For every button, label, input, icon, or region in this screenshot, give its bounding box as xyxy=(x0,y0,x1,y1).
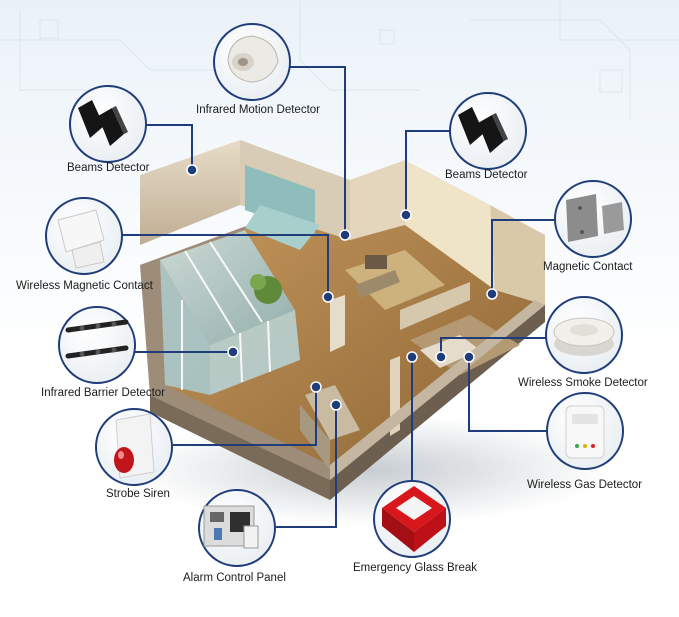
label-beams-detector-left: Beams Detector xyxy=(67,162,150,174)
label-alarm-control-panel: Alarm Control Panel xyxy=(183,572,286,584)
dot-beams-detector-left xyxy=(186,164,198,176)
beam-sensor-icon xyxy=(69,85,147,163)
glass-break-icon xyxy=(373,480,451,558)
dot-wireless-magnetic-contact xyxy=(322,291,334,303)
connector-strobe-siren xyxy=(173,387,317,446)
label-emergency-glass-break: Emergency Glass Break xyxy=(353,562,477,574)
connector-magnetic-contact xyxy=(491,219,556,294)
label-infrared-motion-detector: Infrared Motion Detector xyxy=(196,104,321,116)
label-beams-detector-right: Beams Detector xyxy=(445,169,528,181)
connector-wireless-magnetic-contact xyxy=(122,234,329,297)
dot-wireless-gas-detector xyxy=(463,351,475,363)
beam-sensor-icon xyxy=(449,92,527,170)
background-circuit-pattern xyxy=(0,0,679,120)
dot-magnetic-contact xyxy=(486,288,498,300)
connector-wireless-smoke-detector xyxy=(440,337,546,357)
dot-alarm-control-panel xyxy=(330,399,342,411)
label-magnetic-contact: Magnetic Contact xyxy=(543,261,633,273)
siren-icon xyxy=(95,408,173,486)
dot-beams-detector-right xyxy=(400,209,412,221)
connector-lines xyxy=(122,66,556,528)
door-contact-icon xyxy=(554,180,632,258)
label-infrared-barrier-detector: Infrared Barrier Detector xyxy=(41,387,165,399)
label-strobe-siren: Strobe Siren xyxy=(106,488,170,500)
door-contact-icon xyxy=(45,197,123,275)
dot-wireless-smoke-detector xyxy=(435,351,447,363)
label-wireless-magnetic-contact: Wireless Magnetic Contact xyxy=(16,280,153,292)
connector-infrared-motion-detector xyxy=(290,66,346,235)
house-cutaway-illustration xyxy=(140,140,545,500)
motion-sensor-icon xyxy=(213,23,291,101)
smoke-detector-icon xyxy=(545,296,623,374)
label-wireless-smoke-detector: Wireless Smoke Detector xyxy=(518,377,648,389)
control-panel-icon xyxy=(198,489,276,567)
dot-infrared-barrier-detector xyxy=(227,346,239,358)
connector-beams-detector-right xyxy=(405,130,450,215)
connector-dots xyxy=(186,164,498,411)
dot-emergency-glass-break xyxy=(406,351,418,363)
dot-strobe-siren xyxy=(310,381,322,393)
connector-alarm-control-panel xyxy=(276,405,337,528)
dot-infrared-motion-detector xyxy=(339,229,351,241)
connector-beams-detector-left xyxy=(147,124,193,170)
gas-detector-icon xyxy=(546,392,624,470)
label-wireless-gas-detector: Wireless Gas Detector xyxy=(527,479,643,491)
barrier-sensor-icon xyxy=(58,306,136,384)
connector-wireless-gas-detector xyxy=(468,357,548,432)
